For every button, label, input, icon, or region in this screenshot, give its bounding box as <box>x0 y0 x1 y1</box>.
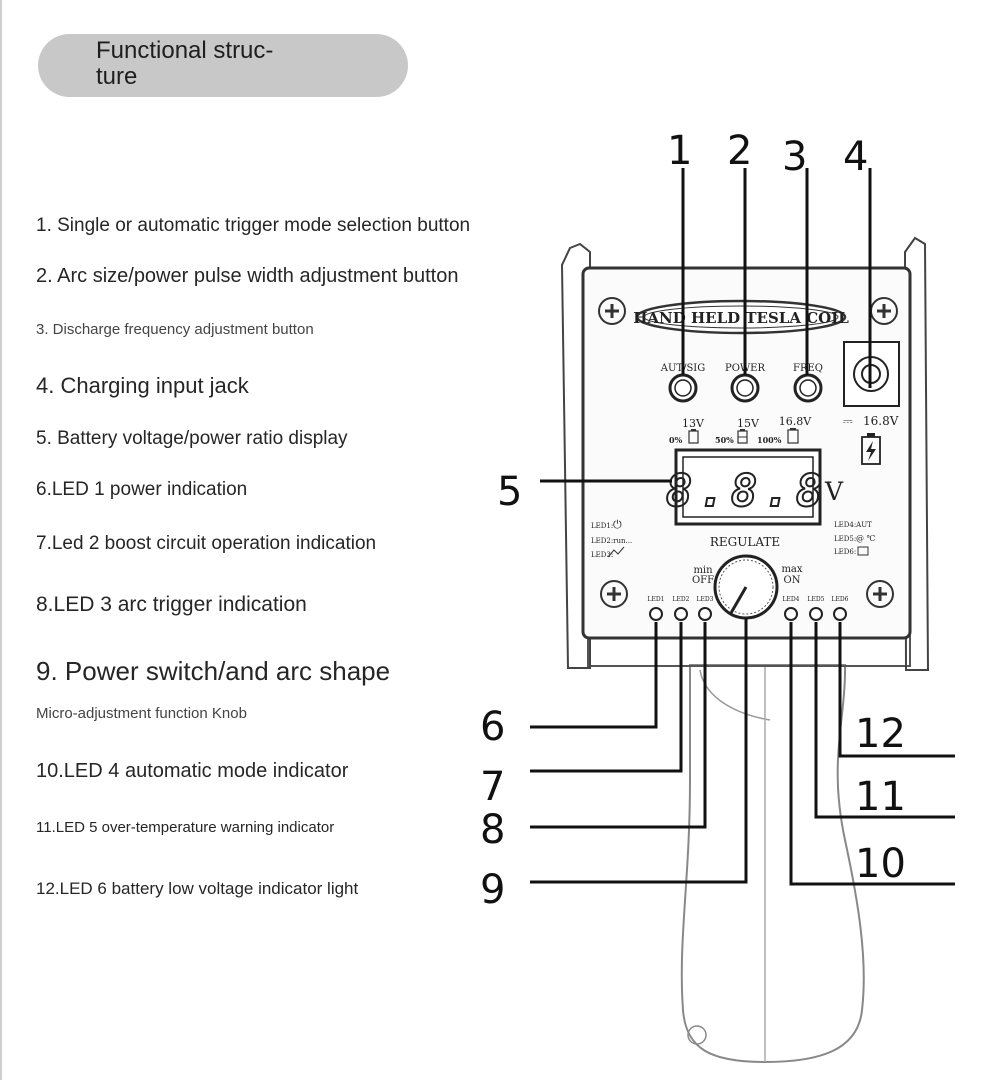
callout-1: 1 <box>667 128 692 174</box>
led-label: LED5 <box>808 596 825 603</box>
section-header: Functional struc- ture <box>38 34 408 97</box>
led-label: LED3 <box>697 596 714 603</box>
led-3: LED3 <box>697 596 714 621</box>
power-button[interactable] <box>730 373 760 403</box>
freq-button[interactable] <box>793 373 823 403</box>
brand-badge <box>635 299 847 335</box>
left-border <box>0 0 2 1080</box>
feature-8: 8.LED 3 arc trigger indication <box>36 593 307 616</box>
svg-text:@ ℃: @ ℃ <box>856 534 876 543</box>
led-label: LED2 <box>673 596 690 603</box>
callout-10: 10 <box>855 841 906 887</box>
knob-min-label: min <box>693 565 713 576</box>
feature-9: 9. Power switch/and arc shape <box>36 656 391 686</box>
svg-text:⏻: ⏻ <box>613 518 622 531</box>
voltage-display <box>674 448 822 526</box>
feature-10: 10.LED 4 automatic mode indicator <box>36 760 349 782</box>
leader-10 <box>789 622 955 886</box>
feature-5: 5. Battery voltage/power ratio display <box>36 428 348 449</box>
screw-icon <box>598 297 626 325</box>
led-label: LED4 <box>783 596 800 603</box>
input-icon: ⎓ <box>843 414 853 428</box>
led-4: LED4 <box>783 596 800 621</box>
knob-on-label: ON <box>784 575 801 586</box>
feature-11: 11.LED 5 over-temperature warning indica… <box>36 819 335 836</box>
feature-12: 12.LED 6 battery low voltage indicator l… <box>36 879 359 898</box>
voltage-15v: 15V <box>737 417 760 430</box>
callout-6: 6 <box>480 704 505 750</box>
leader-8 <box>530 622 707 829</box>
leader-lines <box>530 168 955 886</box>
percent-50: 50% <box>715 435 734 445</box>
display-unit: V <box>824 477 844 506</box>
voltage-13v: 13V <box>682 417 705 430</box>
leader-7 <box>530 622 683 773</box>
led-2: LED2 <box>673 596 690 621</box>
callout-7: 7 <box>480 764 505 810</box>
leader-9 <box>530 618 748 884</box>
led-light <box>784 607 798 621</box>
led-legend-left: LED1: ⏻ LED2:run... LED3: <box>591 518 632 559</box>
feature-9-subtext: Micro-adjustment function Knob <box>36 705 247 722</box>
callout-9: 9 <box>480 867 505 913</box>
callout-12: 12 <box>855 711 906 757</box>
callout-4: 4 <box>843 134 868 180</box>
regulate-label: REGULATE <box>710 535 780 549</box>
battery-charge-icon <box>861 433 881 465</box>
jack-voltage-label: 16.8V <box>863 414 899 428</box>
feature-2: 2. Arc size/power pulse width adjustment… <box>36 265 459 287</box>
base-plate <box>587 635 911 667</box>
svg-text:LED2:run...: LED2:run... <box>591 537 632 545</box>
percent-100: 100% <box>757 435 782 445</box>
svg-text:LED5:: LED5: <box>834 535 856 543</box>
percent-0: 0% <box>669 435 683 445</box>
knob-max-label: max <box>781 564 802 575</box>
knob-off-label: OFF <box>692 575 714 586</box>
voltage-16v8: 16.8V <box>779 415 812 428</box>
grip-contour <box>699 669 771 721</box>
feature-1: 1. Single or automatic trigger mode sele… <box>36 215 471 236</box>
aut-sig-button[interactable] <box>668 373 698 403</box>
led-light <box>833 607 847 621</box>
screw-icon <box>866 580 894 608</box>
led-5: LED5 <box>808 596 825 621</box>
callout-8: 8 <box>480 807 505 853</box>
callout-11: 11 <box>855 774 906 820</box>
left-rail <box>560 242 591 669</box>
led-light <box>809 607 823 621</box>
screw-icon <box>600 580 628 608</box>
leader-6 <box>530 622 658 729</box>
brand-text: HAND HELD TESLA COIL <box>633 309 849 327</box>
leader-11 <box>814 622 955 819</box>
feature-3: 3. Discharge frequency adjustment button <box>36 321 314 338</box>
led-light <box>674 607 688 621</box>
led-1: LED1 <box>648 596 665 621</box>
led-label: LED1 <box>648 596 665 603</box>
battery-half-icon <box>737 429 748 444</box>
callout-2: 2 <box>727 128 752 174</box>
svg-text:LED1:: LED1: <box>591 522 613 530</box>
display-digits: 8.8.8 <box>666 466 828 517</box>
led-legend-right: LED4:AUT LED5: @ ℃ LED6: <box>834 521 876 556</box>
led-light <box>649 607 663 621</box>
battery-empty-icon <box>688 429 699 444</box>
section-title: Functional struc- ture <box>96 37 274 90</box>
svg-text:LED3:: LED3: <box>591 551 613 559</box>
feature-7: 7.Led 2 boost circuit operation indicati… <box>36 533 377 554</box>
led-6: LED6 <box>832 596 849 621</box>
feature-4: 4. Charging input jack <box>36 373 249 398</box>
regulate-knob[interactable] <box>713 554 779 620</box>
feature-6: 6.LED 1 power indication <box>36 479 248 500</box>
callout-3: 3 <box>782 134 807 180</box>
led-label: LED6 <box>832 596 849 603</box>
callout-5: 5 <box>497 469 522 515</box>
grip-screw-icon <box>687 1025 707 1045</box>
svg-text:LED6:: LED6: <box>834 548 856 556</box>
leader-12 <box>838 622 955 758</box>
led-light <box>698 607 712 621</box>
svg-text:LED4:AUT: LED4:AUT <box>834 521 872 529</box>
battery-full-icon <box>787 428 799 444</box>
grip-outline <box>680 664 865 1064</box>
